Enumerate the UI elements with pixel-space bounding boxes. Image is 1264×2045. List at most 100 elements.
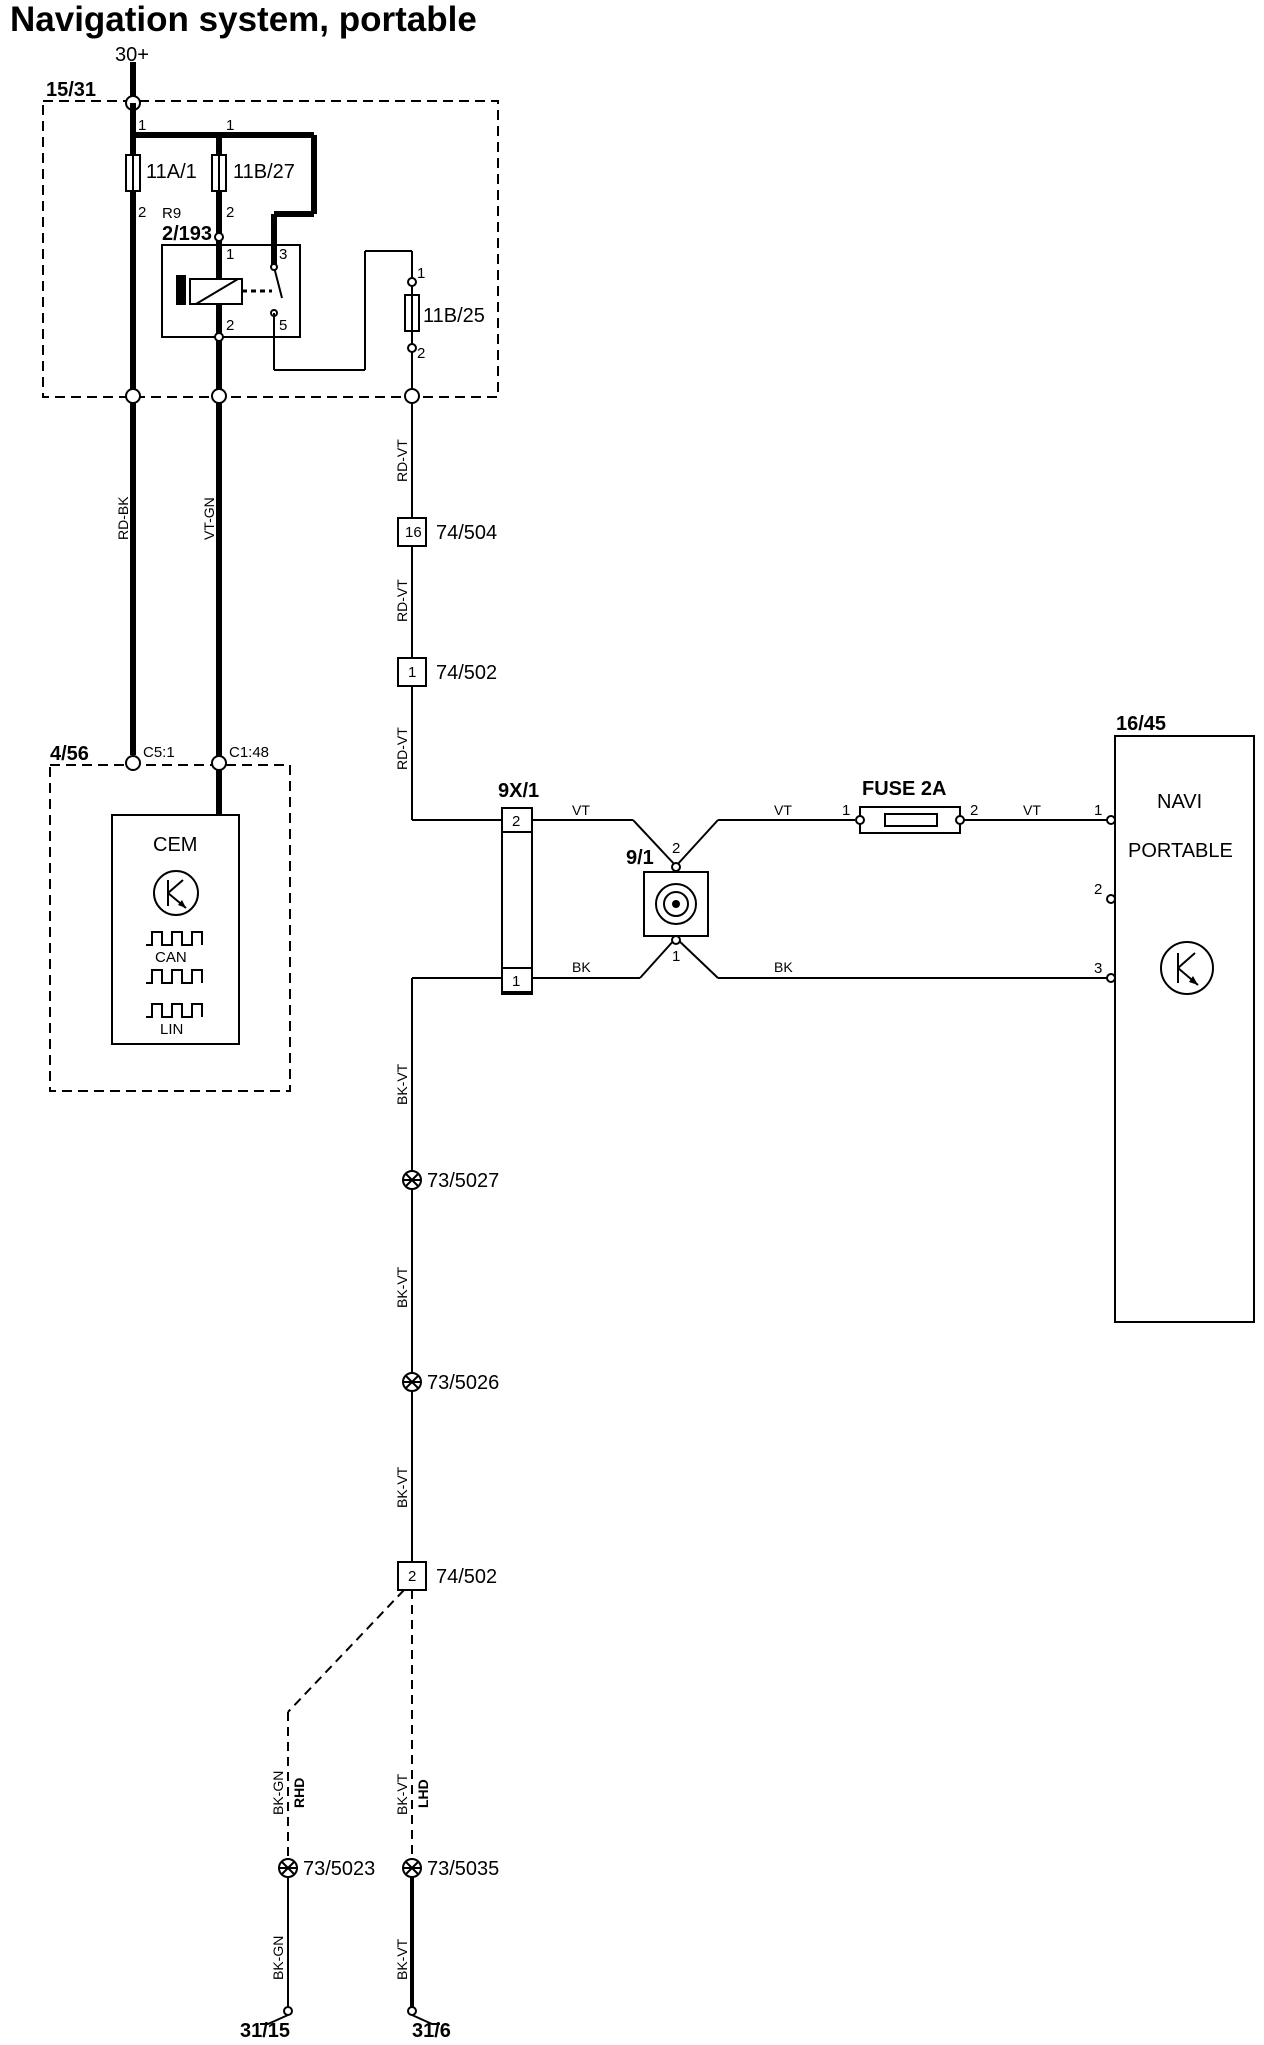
navi-line-2: PORTABLE xyxy=(1128,840,1233,862)
wire-label-bk-gn-1: BK-GN xyxy=(270,1771,286,1815)
fuse-11b-27-pin-top: 1 xyxy=(226,117,234,134)
wire-label-rd-vt-2: RD-VT xyxy=(394,579,410,622)
navi-pin-1: 1 xyxy=(1094,802,1102,819)
splice-73-5027-label: 73/5027 xyxy=(427,1170,499,1192)
wire-label-vt-gn: VT-GN xyxy=(201,497,217,540)
cem-pin-c1-48: C1:48 xyxy=(229,744,269,761)
cem-pin-c5-1: C5:1 xyxy=(143,744,175,761)
can-signal-icon xyxy=(146,931,203,984)
page-title: Navigation system, portable xyxy=(10,0,477,39)
relay-r9: R9 2/193 1 3 2 5 xyxy=(161,205,301,342)
fuse-11b-25: 1 11B/25 2 xyxy=(404,265,485,396)
wire-label-bk-vt-1: BK-VT xyxy=(394,1063,410,1105)
navi-pin-3: 3 xyxy=(1094,960,1102,977)
ground-31-6: 31/6 xyxy=(407,2006,451,2042)
fuse-11a-1-label: 11A/1 xyxy=(146,161,197,183)
ground-31-6-label: 31/6 xyxy=(412,2020,451,2040)
ground-leads: BK-GN BK-VT xyxy=(270,1877,414,2008)
bk-vt-ground-path: BK-VT BK-VT BK-VT xyxy=(394,977,502,1567)
relay-output-wire xyxy=(273,250,413,371)
variant-lhd: LHD xyxy=(415,1779,431,1808)
connector-74-502-a-pin: 1 xyxy=(408,664,416,681)
wire-label-bk-1: BK xyxy=(572,959,591,975)
wire-label-vt-3: VT xyxy=(1023,802,1041,818)
splice-73-5035-label: 73/5035 xyxy=(427,1858,499,1880)
splice-73-5027: 73/5027 xyxy=(402,1170,499,1192)
connector-74-504: 16 74/504 xyxy=(397,517,497,547)
wire-label-bk-vt-2: BK-VT xyxy=(394,1266,410,1308)
wire-label-bk-vt-3: BK-VT xyxy=(394,1466,410,1508)
navi-line-1: NAVI xyxy=(1157,791,1202,813)
fuse-11b-27-label: 11B/27 xyxy=(233,161,295,183)
relay-pin-5: 5 xyxy=(279,317,287,334)
ground-31-15-label: 31/15 xyxy=(240,2020,290,2040)
splice-73-5035: 73/5035 xyxy=(402,1858,499,1880)
power-bus xyxy=(125,62,317,267)
fuse-11b-25-pin-top: 1 xyxy=(417,265,425,282)
splice-73-5026-label: 73/5026 xyxy=(427,1372,499,1394)
fuse-box-15-31: 15/31 xyxy=(42,79,499,398)
splice-73-5023-label: 73/5023 xyxy=(303,1858,375,1880)
wire-label-bk-gn-2: BK-GN xyxy=(270,1936,286,1980)
relay-name: R9 xyxy=(162,205,181,222)
node-rd-bk xyxy=(125,388,141,404)
antenna-pin-1: 1 xyxy=(672,948,680,965)
relay-pin-3: 3 xyxy=(279,246,287,263)
fuse-2a-label: FUSE 2A xyxy=(862,778,946,800)
connector-74-502-b-label: 74/502 xyxy=(436,1566,497,1588)
wire-label-rd-bk: RD-BK xyxy=(115,496,131,540)
lin-label: LIN xyxy=(160,1021,183,1038)
supply-label: 30+ xyxy=(115,44,149,66)
fuse-11a-1-pin-bottom: 2 xyxy=(138,204,146,221)
navi-portable-module: 16/45 NAVI PORTABLE 1 2 3 xyxy=(1094,713,1255,1323)
ground-31-15: 31/15 xyxy=(240,2006,293,2042)
connector-74-502-b: 2 74/502 xyxy=(397,1561,497,1591)
fuse-11a-1: 1 11A/1 2 xyxy=(125,103,197,396)
connector-9x-1: 9X/1 2 1 xyxy=(498,780,539,995)
wire-label-rd-vt-1: RD-VT xyxy=(394,439,410,482)
connector-9x-1-label: 9X/1 xyxy=(498,780,539,802)
connector-74-502-a-label: 74/502 xyxy=(436,662,497,684)
transistor-icon xyxy=(1160,941,1214,995)
lin-signal-icon xyxy=(146,1003,203,1018)
fuse-2a-pin-1: 1 xyxy=(842,802,850,819)
can-label: CAN xyxy=(155,949,187,966)
connector-9x-1-pin-2: 2 xyxy=(512,813,520,830)
relay-pin-2: 2 xyxy=(226,317,234,334)
connector-74-504-pin: 16 xyxy=(405,524,422,541)
fuse-11b-25-label: 11B/25 xyxy=(423,305,485,327)
wire-label-bk-vt-5: BK-VT xyxy=(394,1938,410,1980)
relay-label: 2/193 xyxy=(162,223,212,245)
transistor-icon xyxy=(153,870,199,916)
connector-74-502-b-pin: 2 xyxy=(408,1568,416,1585)
antenna-pin-2: 2 xyxy=(672,840,680,857)
fuse-2a-pin-2: 2 xyxy=(970,802,978,819)
connector-74-502-a: 1 74/502 xyxy=(397,657,497,687)
fuse-11a-1-pin-top: 1 xyxy=(138,117,146,134)
fuse-11b-25-pin-bottom: 2 xyxy=(417,345,425,362)
relay-pin-1: 1 xyxy=(226,246,234,263)
antenna-label: 9/1 xyxy=(626,847,654,869)
vt-bk-wiring: VT VT VT BK BK xyxy=(532,802,1111,979)
node-vt-gn xyxy=(211,388,227,404)
variant-rhd: RHD xyxy=(291,1778,307,1808)
splice-73-5026: 73/5026 xyxy=(402,1372,499,1394)
wire-label-bk-vt-4: BK-VT xyxy=(394,1773,410,1815)
cem-module-label: 4/56 xyxy=(50,743,89,765)
navi-pin-2: 2 xyxy=(1094,881,1102,898)
navi-module-label: 16/45 xyxy=(1116,713,1166,735)
connector-9x-1-pin-1: 1 xyxy=(512,973,520,990)
wire-label-rd-vt-3: RD-VT xyxy=(394,727,410,770)
wire-label-vt-1: VT xyxy=(572,802,590,818)
wire-label-bk-2: BK xyxy=(774,959,793,975)
connector-74-504-label: 74/504 xyxy=(436,522,497,544)
fuse-11b-27-pin-bottom: 2 xyxy=(226,204,234,221)
wire-label-vt-2: VT xyxy=(774,802,792,818)
antenna-9-1: 9/1 2 1 xyxy=(626,840,709,965)
cem-module: 4/56 C5:1 C1:48 CEM CAN LIN xyxy=(49,743,291,1092)
splice-73-5023: 73/5023 xyxy=(278,1858,375,1880)
fuse-box-label: 15/31 xyxy=(46,79,96,101)
variant-wiring: BK-GN BK-VT RHD LHD xyxy=(270,1589,431,1860)
